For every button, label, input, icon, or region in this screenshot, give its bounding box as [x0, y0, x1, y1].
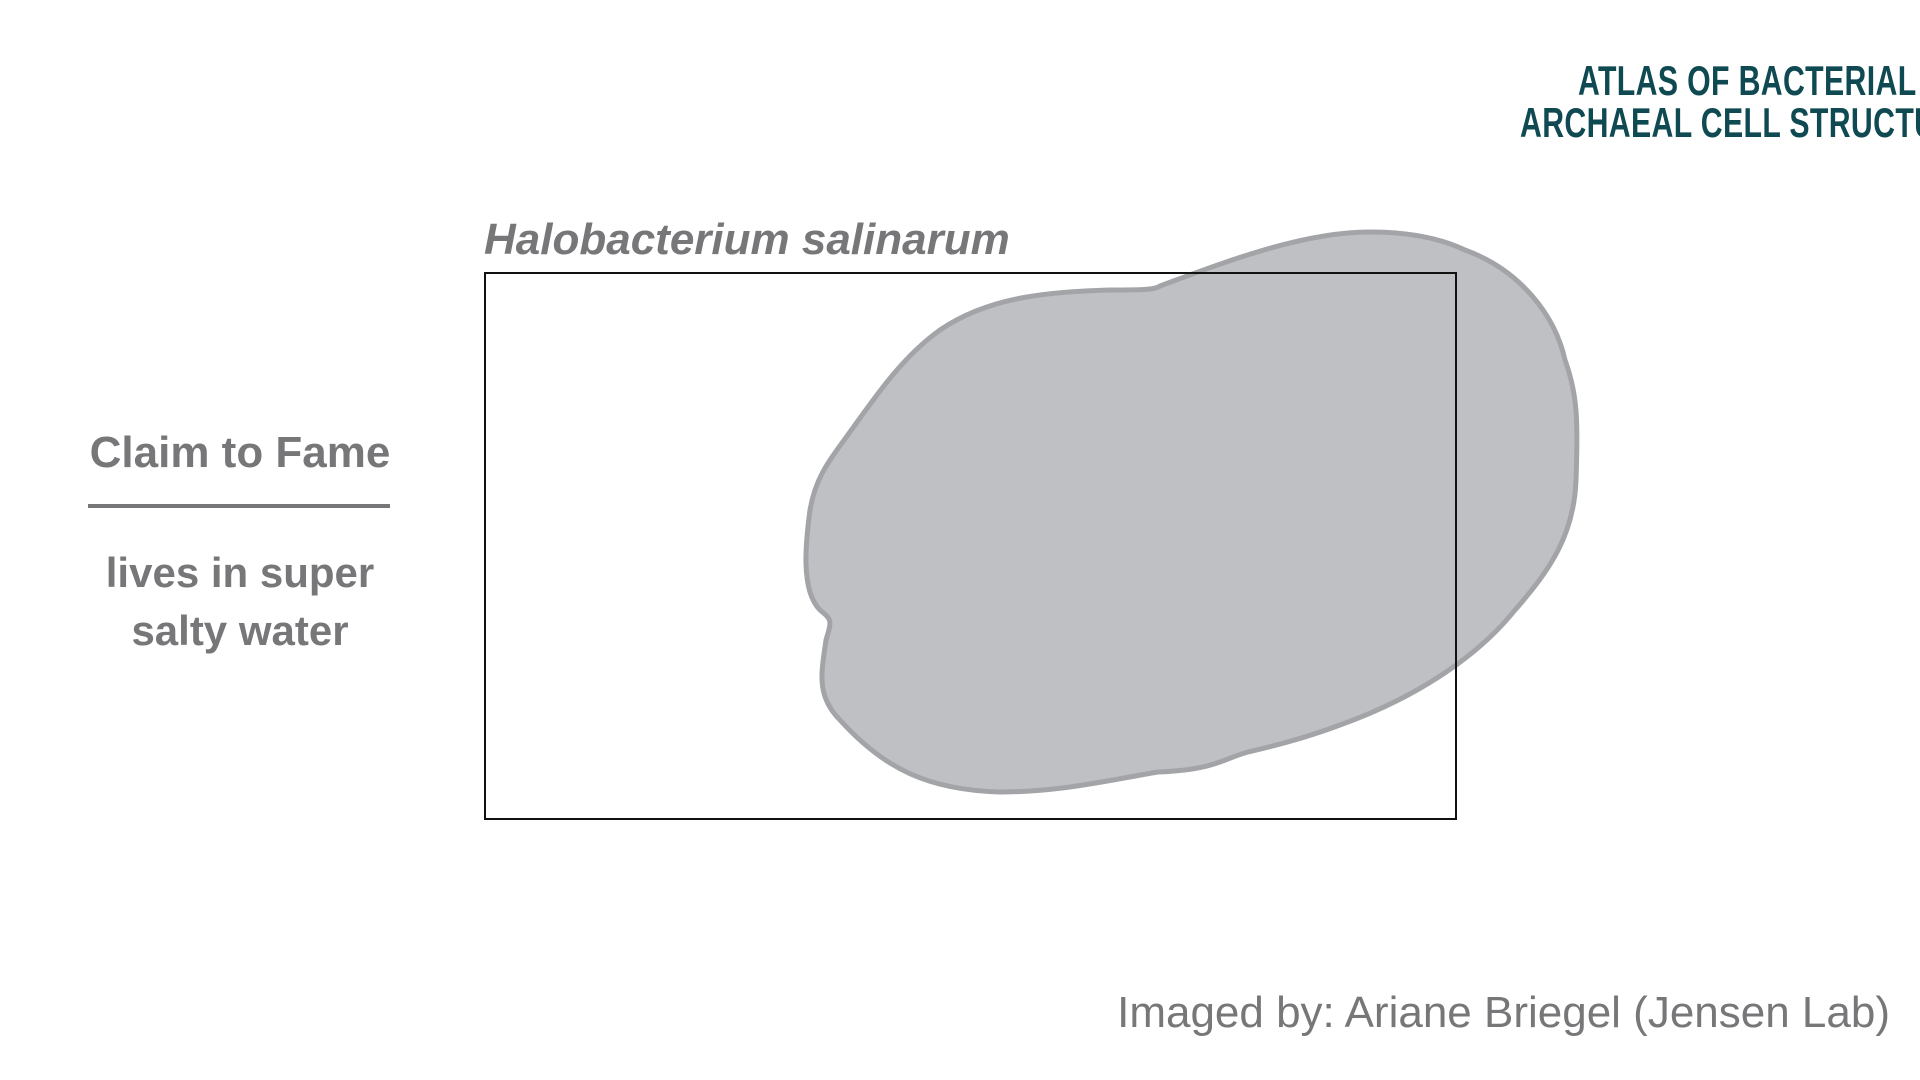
claim-to-fame-heading: Claim to Fame — [89, 428, 391, 477]
claim-text-line-2: salty water — [131, 607, 349, 654]
claim-text-line-1: lives in super — [105, 549, 375, 596]
imaging-credit: Imaged by: Ariane Briegel (Jensen Lab) — [1117, 988, 1890, 1037]
atlas-logo: ATLAS OF BACTERIAL AND ARCHAEAL CELL STR… — [1520, 60, 1920, 144]
image-frame — [484, 272, 1457, 820]
cell-body — [803, 229, 1580, 795]
species-name: Halobacterium salinarum — [484, 215, 1010, 264]
claim-divider — [88, 504, 390, 508]
claim-to-fame-text: lives in super salty water — [60, 544, 420, 660]
